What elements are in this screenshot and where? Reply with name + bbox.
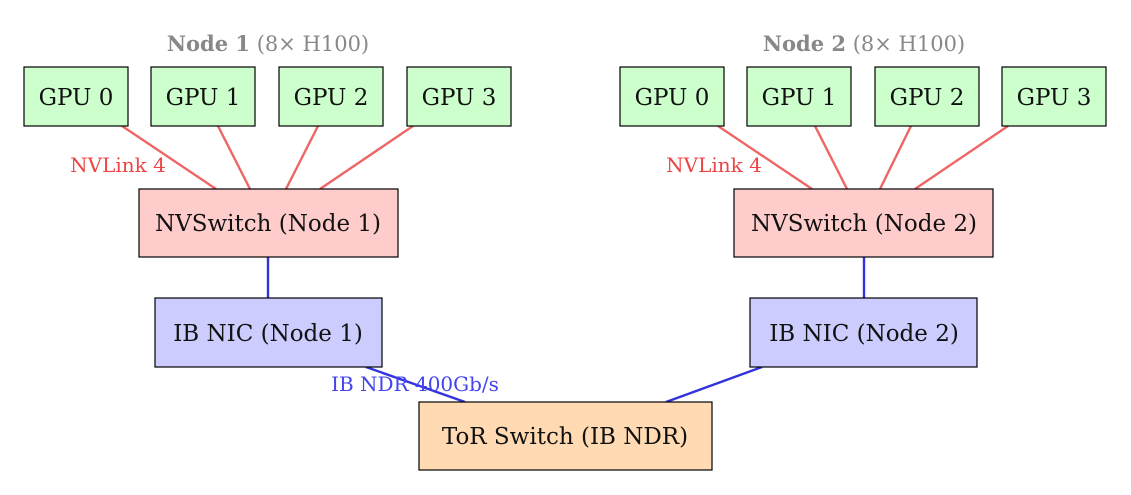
ib-nic-node-2[interactable]: IB NIC (Node 2) [749, 297, 978, 368]
ib-connections [266, 257, 866, 404]
gpu-box[interactable]: GPU 3 [406, 66, 512, 127]
gpu-label: GPU 1 [166, 85, 241, 111]
tor-switch[interactable]: ToR Switch (IB NDR) [418, 401, 713, 471]
nvlink-connections-node-1 [121, 125, 414, 190]
gpu-label: GPU 0 [635, 85, 710, 111]
nvlink-edge [216, 125, 252, 190]
node-2-title-bold: Node 2 [763, 31, 846, 56]
node-1-title: Node 1 (8× H100) [167, 31, 369, 56]
gpu-box[interactable]: GPU 1 [150, 66, 256, 127]
nvlink-connections-node-2 [717, 125, 1009, 190]
node-1-title-bold: Node 1 [167, 31, 250, 56]
nvlink-edge [914, 125, 1009, 190]
gpu-label: GPU 1 [762, 85, 837, 111]
nic-tor-edge-node-2 [665, 365, 763, 404]
node-2-title-rest: (8× H100) [846, 32, 965, 56]
ib-nic-label: IB NIC (Node 2) [769, 321, 959, 347]
gpu-label: GPU 2 [294, 85, 369, 111]
nvlink-label-node-2: NVLink 4 [666, 153, 762, 177]
nvswitch-label: NVSwitch (Node 2) [751, 211, 977, 237]
gpu-label: GPU 3 [1017, 85, 1092, 111]
nvlink-label-node-1: NVLink 4 [70, 153, 166, 177]
ib-nic-label: IB NIC (Node 1) [173, 321, 363, 347]
gpu-label: GPU 0 [39, 85, 114, 111]
gpu-box[interactable]: GPU 2 [278, 66, 384, 127]
tor-switch-label: ToR Switch (IB NDR) [442, 424, 688, 450]
node-2-title: Node 2 (8× H100) [763, 31, 965, 56]
gpu-box[interactable]: GPU 2 [874, 66, 980, 127]
gpu-box[interactable]: GPU 3 [1001, 66, 1107, 127]
ib-link-label: IB NDR 400Gb/s [331, 372, 499, 396]
nvswitch-node-1[interactable]: NVSwitch (Node 1) [138, 188, 399, 258]
nic-tor-edge-node-1 [365, 365, 466, 404]
gpu-box[interactable]: GPU 0 [619, 66, 725, 127]
gpu-box[interactable]: GPU 1 [746, 66, 852, 127]
nvlink-edge [121, 125, 217, 190]
node-1-title-rest: (8× H100) [250, 32, 369, 56]
node-2-gpu-row: GPU 0 GPU 1 GPU 2 GPU 3 [619, 66, 1107, 127]
ib-nic-node-1[interactable]: IB NIC (Node 1) [154, 297, 383, 368]
gpu-label: GPU 2 [890, 85, 965, 111]
nvlink-edge [878, 125, 913, 190]
nvlink-edge [284, 125, 320, 190]
nvlink-edge [813, 125, 849, 190]
gpu-label: GPU 3 [422, 85, 497, 111]
nvlink-edge [717, 125, 813, 190]
nvlink-edge [319, 125, 414, 190]
gpu-box[interactable]: GPU 0 [23, 66, 129, 127]
node-1-gpu-row: GPU 0 GPU 1 GPU 2 GPU 3 [23, 66, 512, 127]
nvswitch-node-2[interactable]: NVSwitch (Node 2) [733, 188, 994, 258]
nvswitch-label: NVSwitch (Node 1) [155, 211, 381, 237]
